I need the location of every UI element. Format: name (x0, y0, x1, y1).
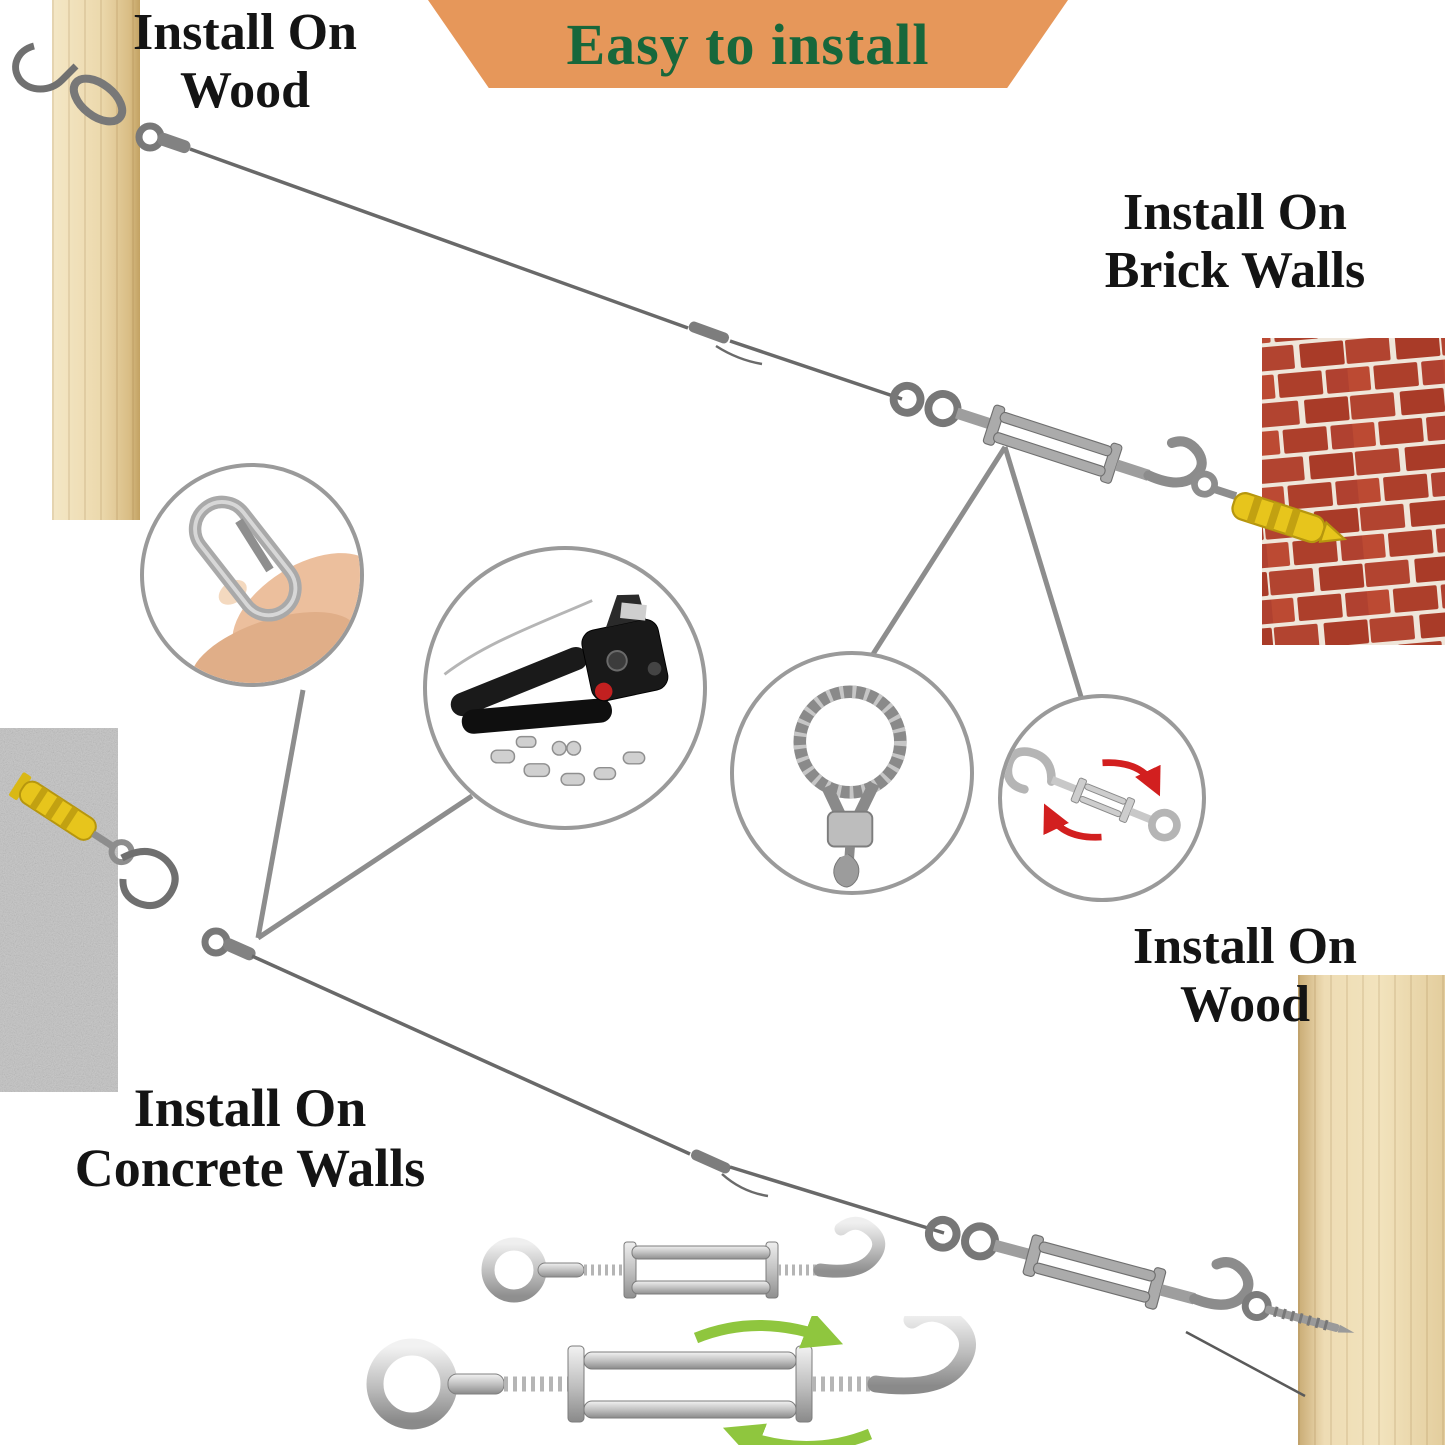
swage-stud-icon (688, 321, 730, 344)
label-line: Install On (133, 1078, 367, 1138)
hook-icon (1189, 1257, 1254, 1310)
cable-tail (721, 1173, 769, 1198)
banner: Easy to install (428, 0, 1068, 88)
wall-anchor-icon (9, 772, 135, 866)
rotation-arrow-icon (1043, 803, 1102, 841)
cable-tail (715, 344, 763, 366)
s-hook-icon (119, 848, 179, 909)
wire-rope-loop-icon (793, 685, 907, 888)
turnbuckle-product-large (360, 1304, 1070, 1445)
eye-swage-icon (135, 122, 165, 152)
hook-icon (867, 1304, 976, 1395)
wall-anchor-icon (1231, 492, 1348, 544)
turnbuckle-and-anchor (889, 381, 1348, 544)
banner-text: Easy to install (566, 11, 930, 77)
callout-wire-loop (730, 651, 974, 895)
cable-line (729, 339, 903, 401)
cable-line (251, 954, 691, 1156)
rotation-arrow-icon (1102, 759, 1161, 797)
label-install-on-wood-right: Install On Wood (1055, 918, 1435, 1034)
ferrules-icon (490, 735, 646, 786)
label-line: Concrete Walls (74, 1138, 426, 1199)
crimping-tool-icon (443, 594, 669, 786)
callout-lines (255, 445, 1085, 941)
wood-post-photo-top-left (52, 0, 140, 520)
rotation-arrow-icon (722, 1423, 873, 1445)
hook-icon (813, 1216, 886, 1278)
swage-stud-icon (690, 1149, 731, 1174)
callout-carabiner (140, 463, 364, 687)
cable-line (729, 1165, 945, 1235)
quick-link-icon (69, 74, 127, 126)
callout-turnbuckle (998, 694, 1206, 902)
label-line: Wood (179, 62, 311, 120)
hook-icon (12, 42, 79, 93)
screw-eye-icon (1241, 1291, 1272, 1321)
turnbuckle-rotation-icon (1003, 747, 1181, 842)
brick-texture (1262, 338, 1445, 645)
turnbuckle-product-small (478, 1216, 910, 1324)
label-line: Install On (133, 4, 357, 61)
hook-icon (1143, 436, 1207, 488)
eye-swage-icon (201, 927, 231, 957)
bottom-cable-assembly (9, 772, 1355, 1398)
wood-post-photo-bottom-right (1298, 975, 1445, 1445)
label-install-on-brick-walls: Install On Brick Walls (1030, 184, 1440, 300)
top-cable-assembly (12, 42, 1348, 544)
label-install-on-concrete-walls: Install On Concrete Walls (10, 1078, 490, 1199)
label-line: Wood (1179, 976, 1311, 1034)
eye-hook-turnbuckle-icon (481, 1216, 886, 1303)
brick-wall-photo (1262, 338, 1445, 645)
carabiner-hook-icon (188, 495, 360, 683)
turnbuckle-and-screw-eye (924, 1215, 1355, 1333)
eye-hook-turnbuckle-rotation-icon (366, 1304, 976, 1445)
label-line: Brick Walls (1104, 242, 1366, 300)
hook-icon (1003, 747, 1056, 794)
cable-line (189, 147, 689, 330)
label-line: Install On (1133, 918, 1357, 975)
label-line: Install On (1123, 184, 1347, 241)
cable-end-tail (1185, 1330, 1306, 1398)
label-install-on-wood-top: Install On Wood (60, 4, 430, 120)
rotation-arrow-icon (693, 1311, 844, 1349)
callout-crimping-tool (423, 546, 707, 830)
